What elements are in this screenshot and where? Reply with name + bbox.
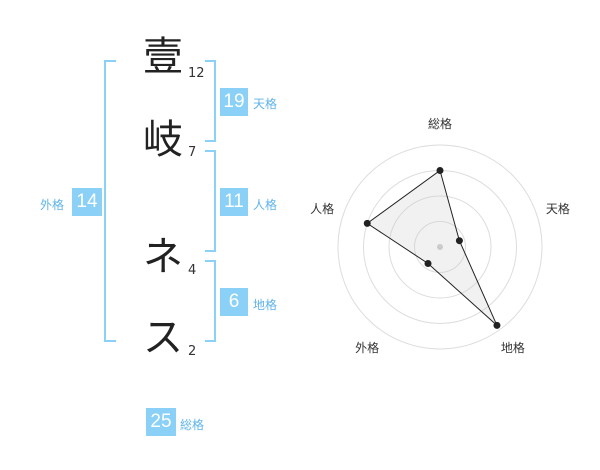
chikaku-bracket [205,260,216,342]
name-char-4: ス [143,315,183,361]
gaikaku-value: 14 [72,188,102,216]
radar-point-1 [436,167,444,174]
jinkaku-value: 11 [220,188,248,216]
radar-axis-label: 総格 [428,116,453,131]
tenkaku-bracket [205,60,216,142]
soukaku-value: 25 [146,408,176,436]
radar-polygon [366,169,498,326]
name-char-3: ネ [143,234,183,280]
radar-ring [388,195,492,299]
soukaku-label: 総格 [180,418,205,432]
name-char-1: 壹 [143,34,183,80]
radar-axis-label: 外格 [355,340,380,355]
radar-axis-label: 天格 [545,202,570,217]
radar-ring [337,144,543,350]
radar-point-3 [493,321,501,329]
stroke-count-3: 4 [188,263,197,278]
chikaku-value: 6 [220,288,248,316]
radar-axis-label: 地格 [500,340,525,355]
radar-point-5 [363,219,371,227]
chikaku-label: 地格 [253,298,278,312]
jinkaku-label: 人格 [253,198,278,212]
radar-center [437,244,443,250]
stroke-count-4: 2 [188,344,197,359]
stroke-count-1: 12 [188,66,205,81]
tenkaku-label: 天格 [253,97,278,111]
radar-point-2 [455,237,463,245]
radar-ring [414,221,466,273]
jinkaku-bracket [205,150,216,252]
name-char-2: 岐 [143,117,183,163]
tenkaku-value: 19 [220,88,248,116]
gaikaku-bracket [104,60,116,342]
radar-point-4 [424,260,432,268]
radar-axis-label: 人格 [310,202,335,217]
gaikaku-label: 外格 [40,198,65,212]
stroke-count-2: 7 [188,145,197,160]
